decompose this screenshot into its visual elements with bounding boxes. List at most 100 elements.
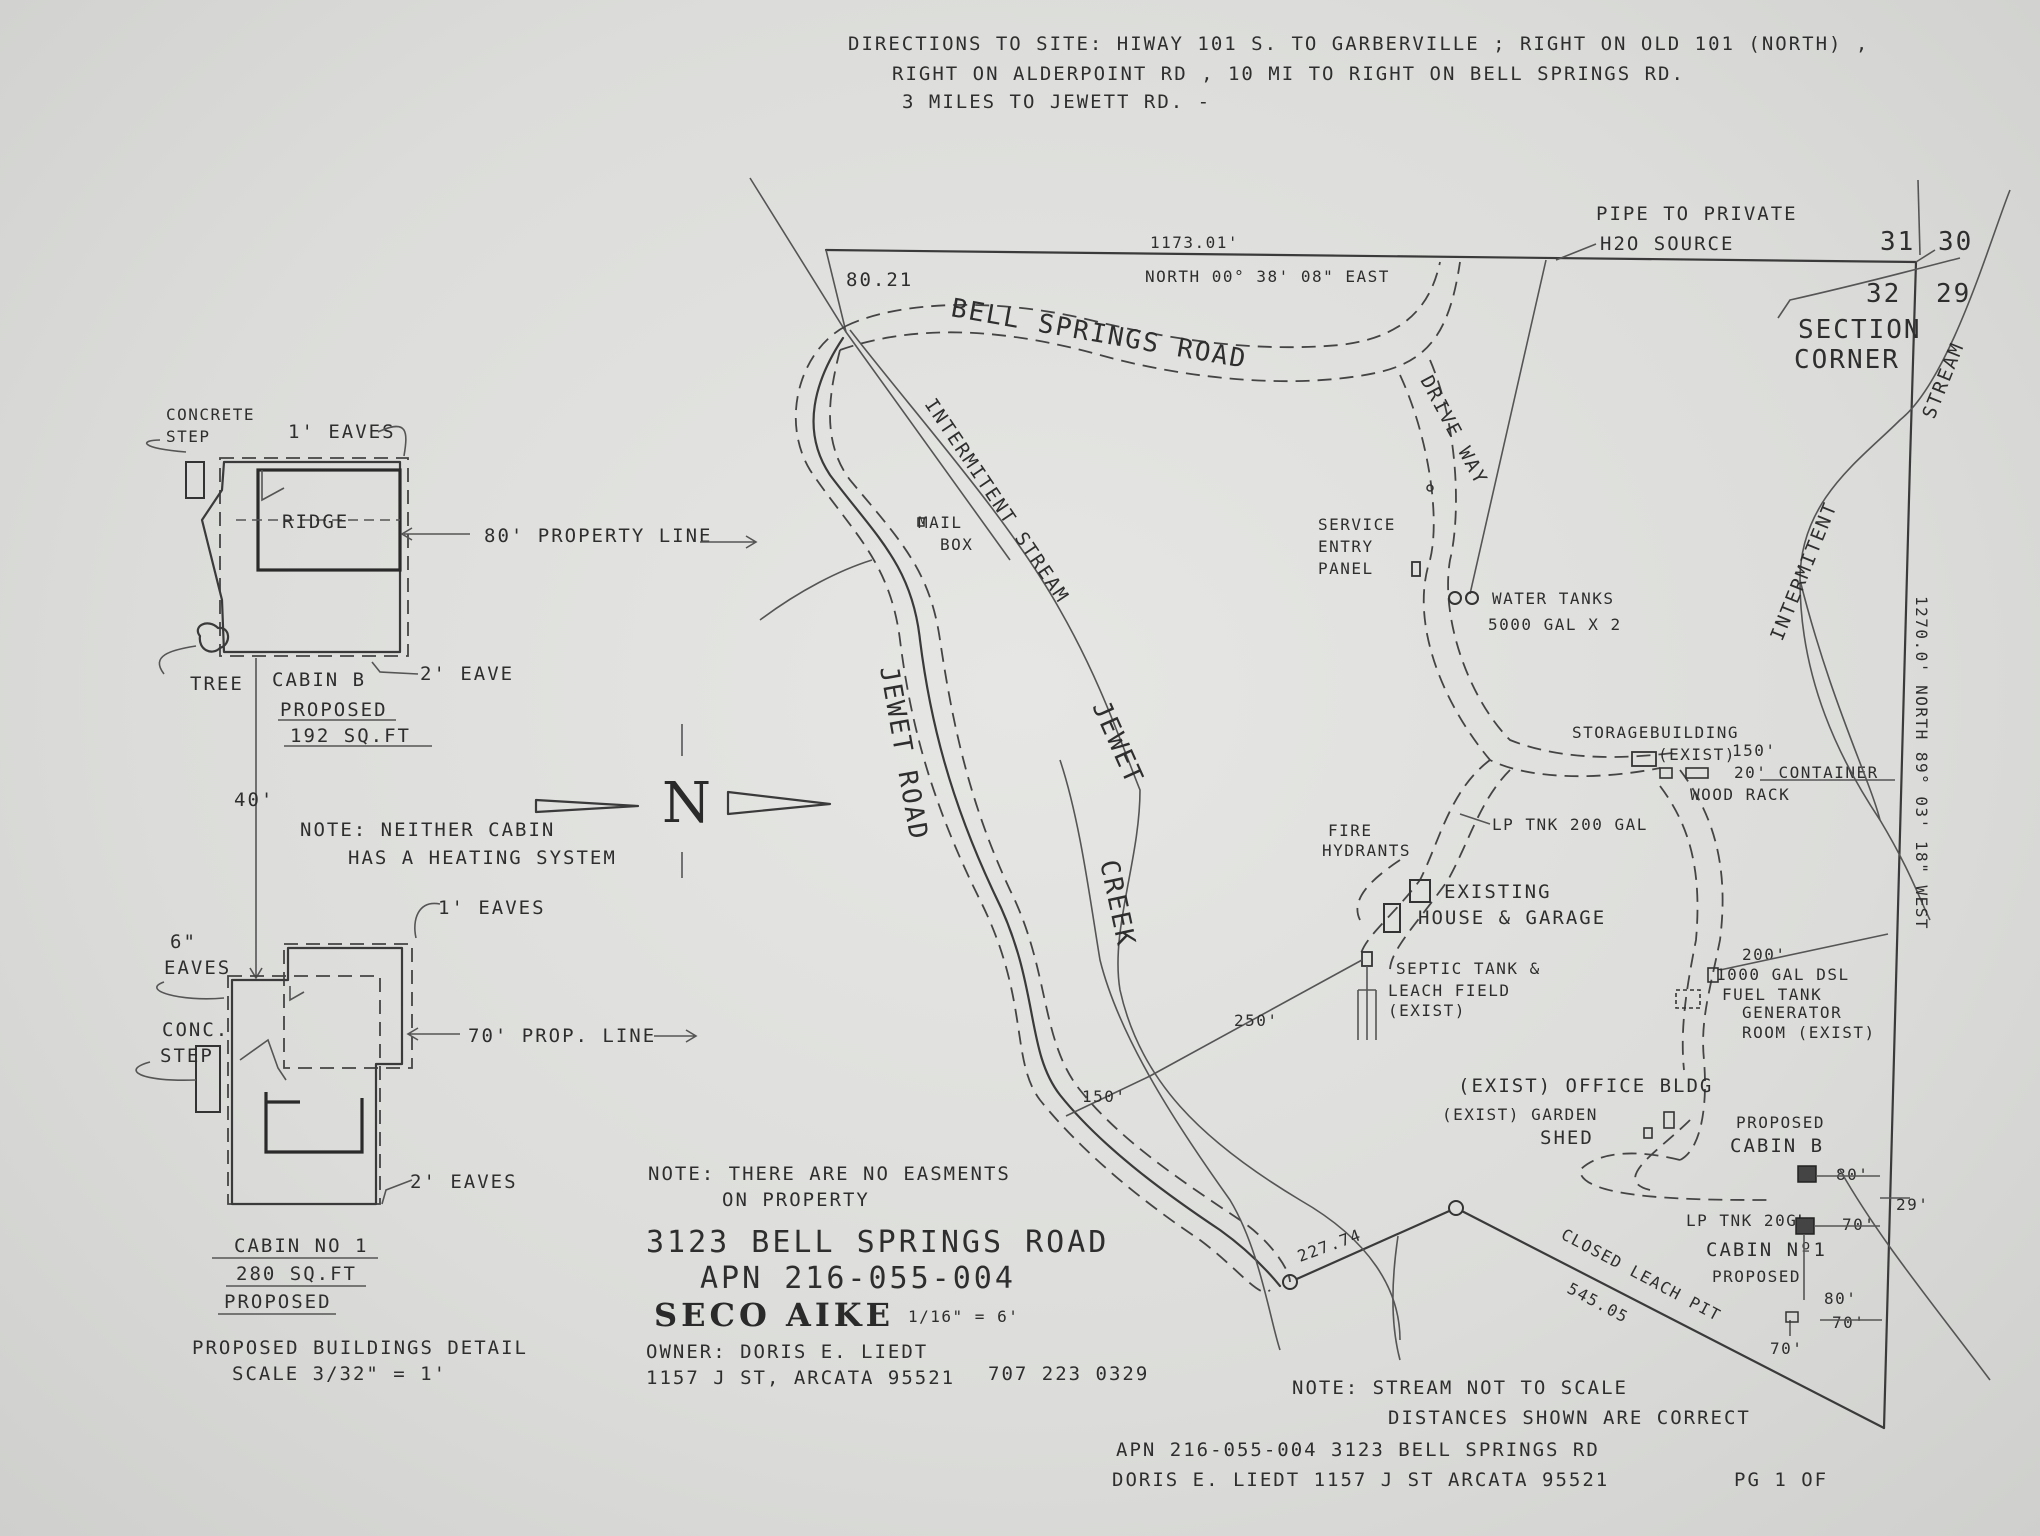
- directions-line-2: RIGHT ON ALDERPOINT RD , 10 MI TO RIGHT …: [892, 63, 1685, 85]
- cabin-1-prop-arrow-right: [654, 1029, 698, 1043]
- distance-70-a: 70': [1842, 1215, 1875, 1234]
- cabin-b-walls: [200, 460, 402, 654]
- leach-field-icon: [1357, 966, 1377, 1040]
- cabin-1-area: 280 SQ.FT: [236, 1263, 357, 1285]
- fuel-label-2: FUEL TANK: [1722, 985, 1822, 1004]
- cabin-b-name: CABIN B: [272, 669, 366, 691]
- septic-label-2: LEACH FIELD: [1388, 981, 1510, 1000]
- existing-house-icon: [1409, 879, 1431, 903]
- owner-phone: 707 223 0329: [988, 1363, 1149, 1385]
- water-tanks-label-1: WATER TANKS: [1492, 589, 1614, 608]
- distance-150-b-line: [1065, 1075, 1151, 1117]
- north-distance: 1173.01': [1150, 233, 1239, 252]
- intermittent-east-label: INTERMITENT: [1766, 499, 1842, 644]
- cabin-b-stair-icon: [261, 470, 285, 502]
- property-line-nw-corner: [825, 249, 847, 333]
- site-apn: APN 216-055-004: [700, 1261, 1016, 1296]
- cabin-1-eaves-2-pointer: [381, 1179, 413, 1205]
- mailbox-label-1: MAIL: [918, 513, 963, 532]
- cabin-b-eaves-outline: [219, 457, 409, 657]
- drive-loop-south: [1579, 1152, 1771, 1201]
- water-tanks-label-2: 5000 GAL X 2: [1488, 615, 1622, 634]
- jewet-road-centerline: [812, 336, 1282, 1288]
- septic-label-1: SEPTIC TANK &: [1396, 959, 1541, 978]
- section-31: 31: [1880, 227, 1915, 257]
- boundary-monument: [1448, 1200, 1464, 1216]
- garden-shed-icon: [1643, 1127, 1653, 1139]
- property-line-east: [1882, 460, 1912, 1430]
- drive-loop-west-b: [1389, 769, 1511, 971]
- water-tank-icon: [1448, 591, 1462, 605]
- driveway-edge-west: [1399, 374, 1661, 778]
- cabin-1-plot-label-1: CABIN Nº1: [1706, 1239, 1827, 1261]
- service-label-3: PANEL: [1318, 559, 1374, 578]
- office-bldg-icon: [1663, 1111, 1675, 1129]
- fuel-tank-icon: [1707, 967, 1719, 983]
- jewet-creek-line: [849, 329, 1401, 1341]
- east-stream-line: [1799, 189, 2011, 921]
- tree-pointer: [158, 645, 197, 675]
- service-label-2: ENTRY: [1318, 537, 1374, 556]
- generator-label-2: ROOM (EXIST): [1742, 1023, 1876, 1042]
- distance-29: 29': [1896, 1195, 1929, 1214]
- east-bearing-label: 1270.0' NORTH 89° 03' 18" WEST: [1912, 596, 1931, 930]
- wood-rack-icon: [1659, 767, 1673, 779]
- fire-label-2: HYDRANTS: [1322, 841, 1411, 860]
- cabin-1-eaves-1: 1' EAVES: [438, 897, 546, 919]
- cabin-1-eaves-1-pointer: [414, 902, 441, 939]
- mailbox-icon: [917, 517, 925, 527]
- cabin-b-concrete-2: STEP: [166, 427, 211, 446]
- jewet-creek-west-bank: [1059, 759, 1281, 1351]
- house-label-1: EXISTING: [1444, 881, 1552, 903]
- directions-line-1: DIRECTIONS TO SITE: HIWAY 101 S. TO GARB…: [848, 33, 1869, 55]
- south-distance-label: 545.05: [1564, 1279, 1632, 1327]
- cabin-1-prop-line: 70' PROP. LINE: [468, 1025, 656, 1047]
- cabin-1-name: CABIN NO 1: [234, 1235, 368, 1257]
- detail-caption-2: SCALE 3/32" = 1': [232, 1363, 447, 1385]
- mailbox-label-2: BOX: [940, 535, 973, 554]
- water-tank-icon: [1465, 591, 1479, 605]
- heating-note-1: NOTE: NEITHER CABIN: [300, 819, 555, 841]
- detail-caption-1: PROPOSED BUILDINGS DETAIL: [192, 1337, 528, 1359]
- creek-fork: [759, 559, 873, 621]
- cabin-b-area: 192 SQ.FT: [290, 725, 411, 747]
- drive-loop-west-a: [1359, 759, 1491, 961]
- creek-south-branch: [1392, 1235, 1401, 1361]
- tree-label: TREE: [190, 673, 244, 695]
- distance-250: 250': [1234, 1011, 1279, 1030]
- pipe-label-1: PIPE TO PRIVATE: [1596, 203, 1798, 225]
- cabin-b-ridge-label: RIDGE: [282, 511, 349, 533]
- southeast-stream: [1839, 1169, 1991, 1381]
- section-corner-label-1: SECTION: [1798, 315, 1922, 345]
- service-panel-icon: [1411, 561, 1421, 577]
- pipe-label-2: H2O SOURCE: [1600, 233, 1734, 255]
- footer-line-1: APN 216-055-004 3123 BELL SPRINGS RD: [1116, 1439, 1600, 1461]
- spacing-line: [249, 658, 263, 980]
- wood-rack-label: WOOD RACK: [1690, 785, 1790, 804]
- existing-garage-icon: [1383, 903, 1401, 933]
- closed-leach-label: CLOSED LEACH PIT: [1558, 1225, 1724, 1325]
- generator-label-1: GENERATOR: [1742, 1003, 1842, 1022]
- distance-200: 200': [1742, 945, 1787, 964]
- cabin-1-walls: [230, 946, 404, 1206]
- distance-70-b: 70': [1832, 1313, 1865, 1332]
- storage-building-icon: [1631, 751, 1657, 767]
- proposed-b-label-1: PROPOSED: [1736, 1113, 1825, 1132]
- jewet-creek-label-2: CREEK: [1093, 857, 1141, 950]
- cabin-b-eaves-1: 1' EAVES: [288, 421, 396, 443]
- intermittent-stream-label: INTERMITENT STREAM: [920, 394, 1074, 607]
- cabin-1-eaves-6-pointer: [156, 981, 225, 1000]
- septic-tank-icon: [1361, 951, 1373, 967]
- cabin-1-interior-walls: [264, 1092, 364, 1154]
- footer-line-2: DORIS E. LIEDT 1157 J ST ARCATA 95521: [1112, 1469, 1609, 1491]
- water-pipe: [1469, 259, 1547, 595]
- cabin-b-prop-arrow-right: [700, 535, 758, 549]
- container-icon: [1685, 767, 1709, 779]
- bell-springs-road-edge-north: [845, 261, 1441, 349]
- distance-250-line: [1149, 959, 1363, 1077]
- cabin-b-status: PROPOSED: [280, 699, 388, 721]
- cabin-1-step-icon: [195, 1045, 221, 1113]
- pipe-pointer: [1555, 243, 1597, 261]
- bell-springs-road-edge-south: [839, 261, 1461, 383]
